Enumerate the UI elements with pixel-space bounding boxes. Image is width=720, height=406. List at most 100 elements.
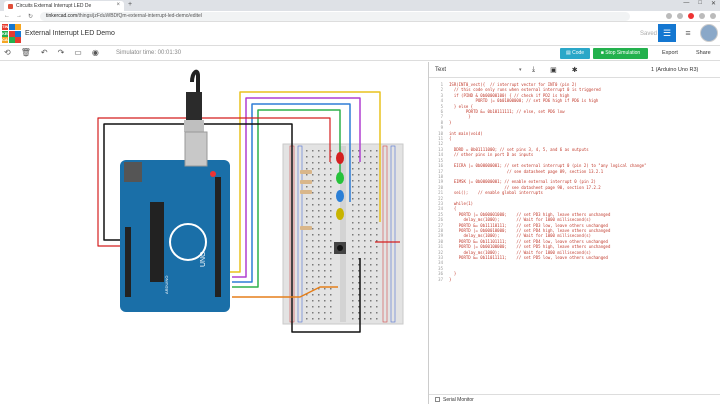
- code-line[interactable]: 12: [433, 141, 717, 146]
- code-mode-select[interactable]: Text: [435, 67, 447, 73]
- reload-icon[interactable]: ↻: [28, 14, 34, 20]
- menu-icon[interactable]: [710, 13, 716, 19]
- code-line-number: 2: [440, 87, 443, 93]
- code-line-text: PORTD |= 0b00010000; // set PD4 high, le…: [449, 227, 611, 233]
- code-line[interactable]: 7 }: [433, 114, 717, 119]
- leds[interactable]: [336, 152, 344, 220]
- star-icon[interactable]: [666, 13, 672, 19]
- code-line[interactable]: 8}: [433, 120, 717, 125]
- download-icon[interactable]: ⤓: [532, 66, 536, 73]
- code-line[interactable]: 4 PORTD |= 0b01000000; // set PD6 high i…: [433, 98, 717, 103]
- code-line[interactable]: 24 {: [433, 206, 717, 211]
- code-line[interactable]: 31 PORTD |= 0b00100000; // set PD5 high,…: [433, 244, 717, 249]
- code-line[interactable]: 27 PORTD &= 0b11110111; // set PD3 low, …: [433, 223, 717, 228]
- led-green[interactable]: [336, 172, 344, 184]
- code-line[interactable]: 33 PORTD &= 0b11011111; // set PD5 low, …: [433, 255, 717, 260]
- code-line[interactable]: 20 // see datasheet page 90, section 17.…: [433, 185, 717, 190]
- serial-checkbox-icon[interactable]: [435, 397, 440, 403]
- code-line[interactable]: 19 EIMSK |= 0b00000001; // enable extern…: [433, 179, 717, 184]
- logo-row-1: TIN: [2, 24, 9, 30]
- code-line[interactable]: 37}: [433, 277, 717, 282]
- code-line-number: 37: [438, 276, 443, 282]
- code-line[interactable]: 5 } else {: [433, 104, 717, 109]
- code-line[interactable]: 9: [433, 125, 717, 130]
- url-path: /things/jzFduWBDfQm-external-interrupt-l…: [77, 13, 202, 19]
- avatar[interactable]: [700, 24, 718, 42]
- code-line-number: 29: [438, 233, 443, 239]
- circuit-svg[interactable]: UNO ARDUINO: [0, 62, 428, 404]
- led-red[interactable]: [336, 152, 344, 164]
- code-line[interactable]: 32 delay_ms(1000); // Wait for 1000 mill…: [433, 250, 717, 255]
- new-tab-icon[interactable]: +: [128, 1, 133, 8]
- wires[interactable]: [97, 91, 400, 333]
- pushbutton[interactable]: [334, 242, 346, 254]
- code-button[interactable]: ▤ Code: [560, 48, 590, 59]
- code-line-text: }: [449, 271, 457, 277]
- delete-icon[interactable]: 🗑: [20, 48, 31, 57]
- maximize-icon[interactable]: □: [698, 0, 702, 6]
- code-line-number: 31: [438, 244, 443, 250]
- code-line[interactable]: 25 PORTD |= 0b00001000; // set PD3 high,…: [433, 212, 717, 217]
- visibility-icon[interactable]: ◉: [91, 48, 99, 57]
- browser-tab[interactable]: Circuits External Interrupt LED De ×: [4, 1, 124, 11]
- project-title[interactable]: External Interrupt LED Demo: [25, 30, 115, 37]
- notes-icon[interactable]: ▭: [74, 48, 82, 57]
- code-line[interactable]: 2 // this code only runs when external i…: [433, 87, 717, 92]
- serial-monitor-label: Serial Monitor: [443, 397, 474, 403]
- resistors[interactable]: [300, 170, 312, 230]
- redo-icon[interactable]: ↷: [57, 48, 65, 57]
- code-line[interactable]: 11{: [433, 136, 717, 141]
- stop-simulation-button[interactable]: ■ Stop Simulation: [593, 48, 648, 59]
- code-line[interactable]: 18: [433, 174, 717, 179]
- share-button[interactable]: Share: [696, 50, 711, 56]
- simulator-time: Simulator time: 00:01:30: [116, 50, 182, 56]
- code-line[interactable]: 6 PORTD &= 0b10111111; // else, set PD6 …: [433, 109, 717, 114]
- code-line-text: // see datasheet page 90, section 17.2.2: [449, 184, 601, 190]
- code-line[interactable]: 16 EICRA |= 0b00000001; // set external …: [433, 163, 717, 168]
- serial-monitor-toggle[interactable]: Serial Monitor: [429, 394, 720, 404]
- forward-icon[interactable]: →: [16, 13, 22, 19]
- code-line[interactable]: 30 PORTD &= 0b11101111; // set PD4 low, …: [433, 239, 717, 244]
- code-line[interactable]: 3 if (PIND & 0b00000100) { // check if P…: [433, 93, 717, 98]
- led-blue[interactable]: [336, 190, 344, 202]
- debugger-icon[interactable]: ✱: [571, 67, 578, 74]
- code-line[interactable]: 34: [433, 260, 717, 265]
- tinkercad-logo[interactable]: TIN KER CAD: [2, 24, 21, 44]
- close-window-icon[interactable]: ✕: [710, 1, 716, 7]
- url-field[interactable]: tinkercad.com/things/jzFduWBDfQm-externa…: [40, 12, 630, 21]
- libraries-icon[interactable]: ▣: [550, 67, 557, 74]
- schematic-view-button[interactable]: ☰: [658, 24, 676, 42]
- code-line[interactable]: 29 delay_ms(1000); // Wait for 1000 mill…: [433, 233, 717, 238]
- code-line[interactable]: 17 // see datasheet page 89, section 13.…: [433, 169, 717, 174]
- code-line[interactable]: 28 PORTD |= 0b00010000; // set PD4 high,…: [433, 228, 717, 233]
- minimize-icon[interactable]: —: [683, 0, 690, 6]
- led-yellow[interactable]: [336, 208, 344, 220]
- arduino-board[interactable]: UNO ARDUINO: [120, 131, 230, 312]
- profile-icon[interactable]: [699, 13, 705, 19]
- code-line[interactable]: 35: [433, 266, 717, 271]
- code-line[interactable]: 15: [433, 158, 717, 163]
- code-line[interactable]: 13 DDRD = 0b01111000; // set pins 3, 4, …: [433, 147, 717, 152]
- code-line[interactable]: 21 sei(); // enable global interrupts: [433, 190, 717, 195]
- code-line[interactable]: 23 while(1): [433, 201, 717, 206]
- code-line[interactable]: 14 // other pins in port D as inputs: [433, 152, 717, 157]
- code-line[interactable]: 22: [433, 196, 717, 201]
- undo-icon[interactable]: ↶: [40, 48, 48, 57]
- export-button[interactable]: Export: [662, 50, 678, 56]
- code-line[interactable]: 36 }: [433, 271, 717, 276]
- usb-cable[interactable]: [184, 69, 204, 132]
- component-list-button[interactable]: ≡: [685, 28, 691, 38]
- device-select[interactable]: 1 (Arduino Uno R3): [651, 67, 699, 73]
- close-tab-icon[interactable]: ×: [116, 2, 120, 8]
- extension-icon[interactable]: [677, 13, 683, 19]
- circuit-canvas[interactable]: UNO ARDUINO: [0, 62, 428, 404]
- chevron-down-icon[interactable]: ▾: [519, 67, 522, 73]
- back-icon[interactable]: ←: [4, 13, 10, 19]
- code-line[interactable]: 26 delay_ms(1000); // Wait for 1000 mill…: [433, 217, 717, 222]
- extension-red-icon[interactable]: [688, 13, 694, 19]
- rotate-icon[interactable]: ⟲: [4, 48, 11, 57]
